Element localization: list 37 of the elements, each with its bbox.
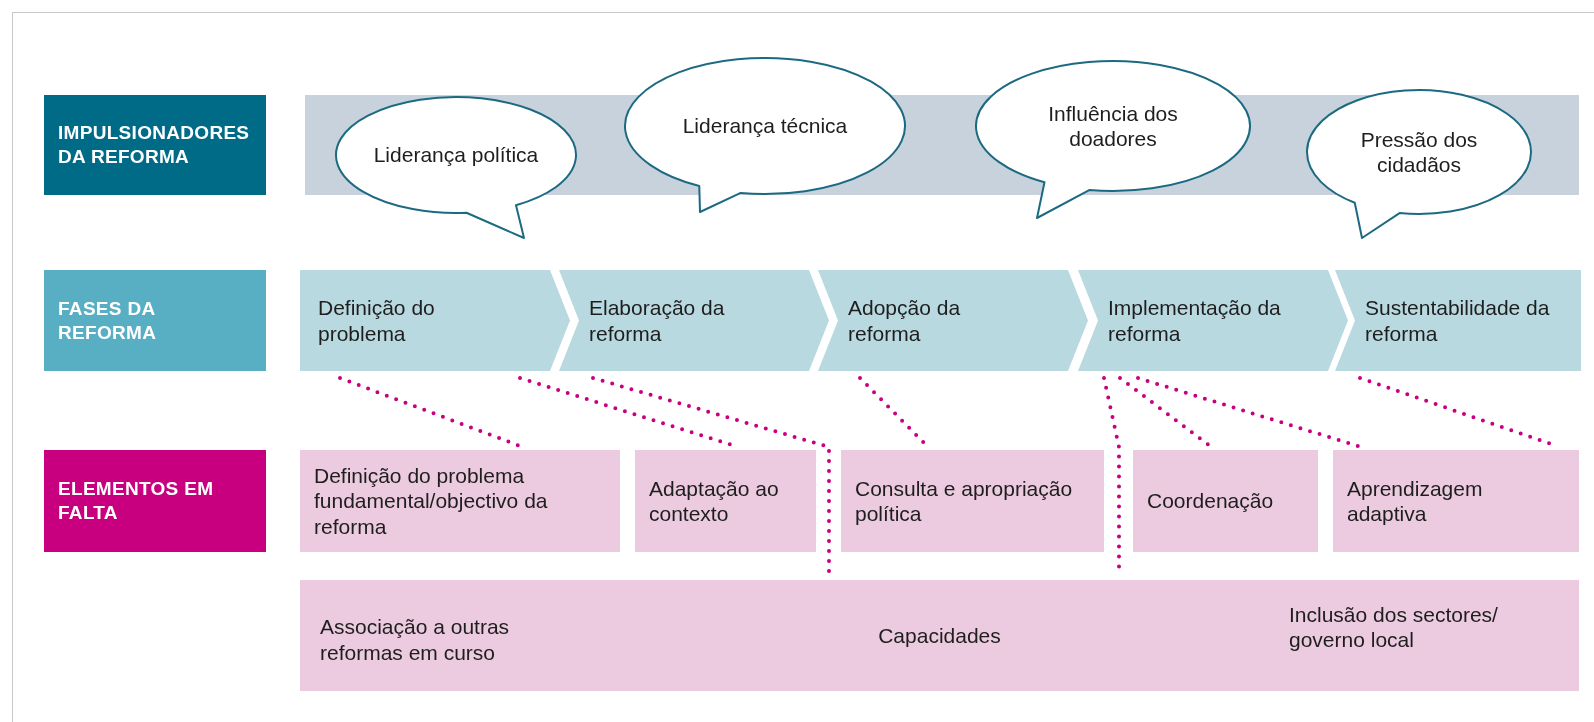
bubble-text: Pressão dos cidadãos: [1359, 126, 1479, 178]
category-label: [44, 95, 266, 195]
chevron-shape: [1335, 270, 1581, 371]
node-text: Associação a outras reformas em curso: [320, 614, 511, 665]
element-box: [1133, 450, 1318, 552]
bubble-text: Influência dos doadores: [1047, 100, 1179, 152]
element-bar: [300, 580, 1579, 691]
bubble-text: Liderança técnica: [681, 113, 849, 139]
chevron-shape: [818, 270, 1088, 371]
node-text: Definição do problema: [318, 295, 436, 346]
dotted-connector: [1118, 376, 1212, 448]
node-text: Inclusão dos sectores/ governo local: [1289, 602, 1499, 653]
chevron-shape: [559, 270, 829, 371]
element-box: [1333, 450, 1579, 552]
node-text: Consulta e apropriação política: [855, 475, 1074, 527]
node-text: Adaptação ao contexto: [649, 475, 780, 527]
bubble-text: Liderança política: [372, 142, 540, 168]
node-text: Sustentabilidade da reforma: [1365, 295, 1551, 346]
node-text: Coordenação: [1147, 488, 1274, 514]
chevron-shape: [300, 270, 570, 371]
row-heading: FASES DA REFORMA: [58, 296, 158, 345]
element-box: [300, 450, 620, 552]
node-text: Implementação da reforma: [1108, 295, 1282, 346]
row-heading: ELEMENTOS EM FALTA: [58, 477, 215, 525]
chevron-shape: [1078, 270, 1348, 371]
category-label: [44, 270, 266, 371]
row-heading: IMPULSIONADORES DA REFORMA: [58, 121, 251, 169]
category-label: [44, 450, 266, 552]
element-box: [841, 450, 1104, 552]
node-text: Elaboração da reforma: [589, 295, 726, 346]
node-text: Capacidades: [878, 622, 1001, 649]
node-text: Aprendizagem adaptiva: [1347, 475, 1484, 527]
dotted-connector: [1136, 376, 1360, 448]
element-box: [635, 450, 816, 552]
node-text: Adopção da reforma: [848, 295, 962, 346]
dotted-connector: [338, 376, 522, 448]
node-text: Definição do problema fundamental/objectivo da reforma: [314, 463, 549, 539]
